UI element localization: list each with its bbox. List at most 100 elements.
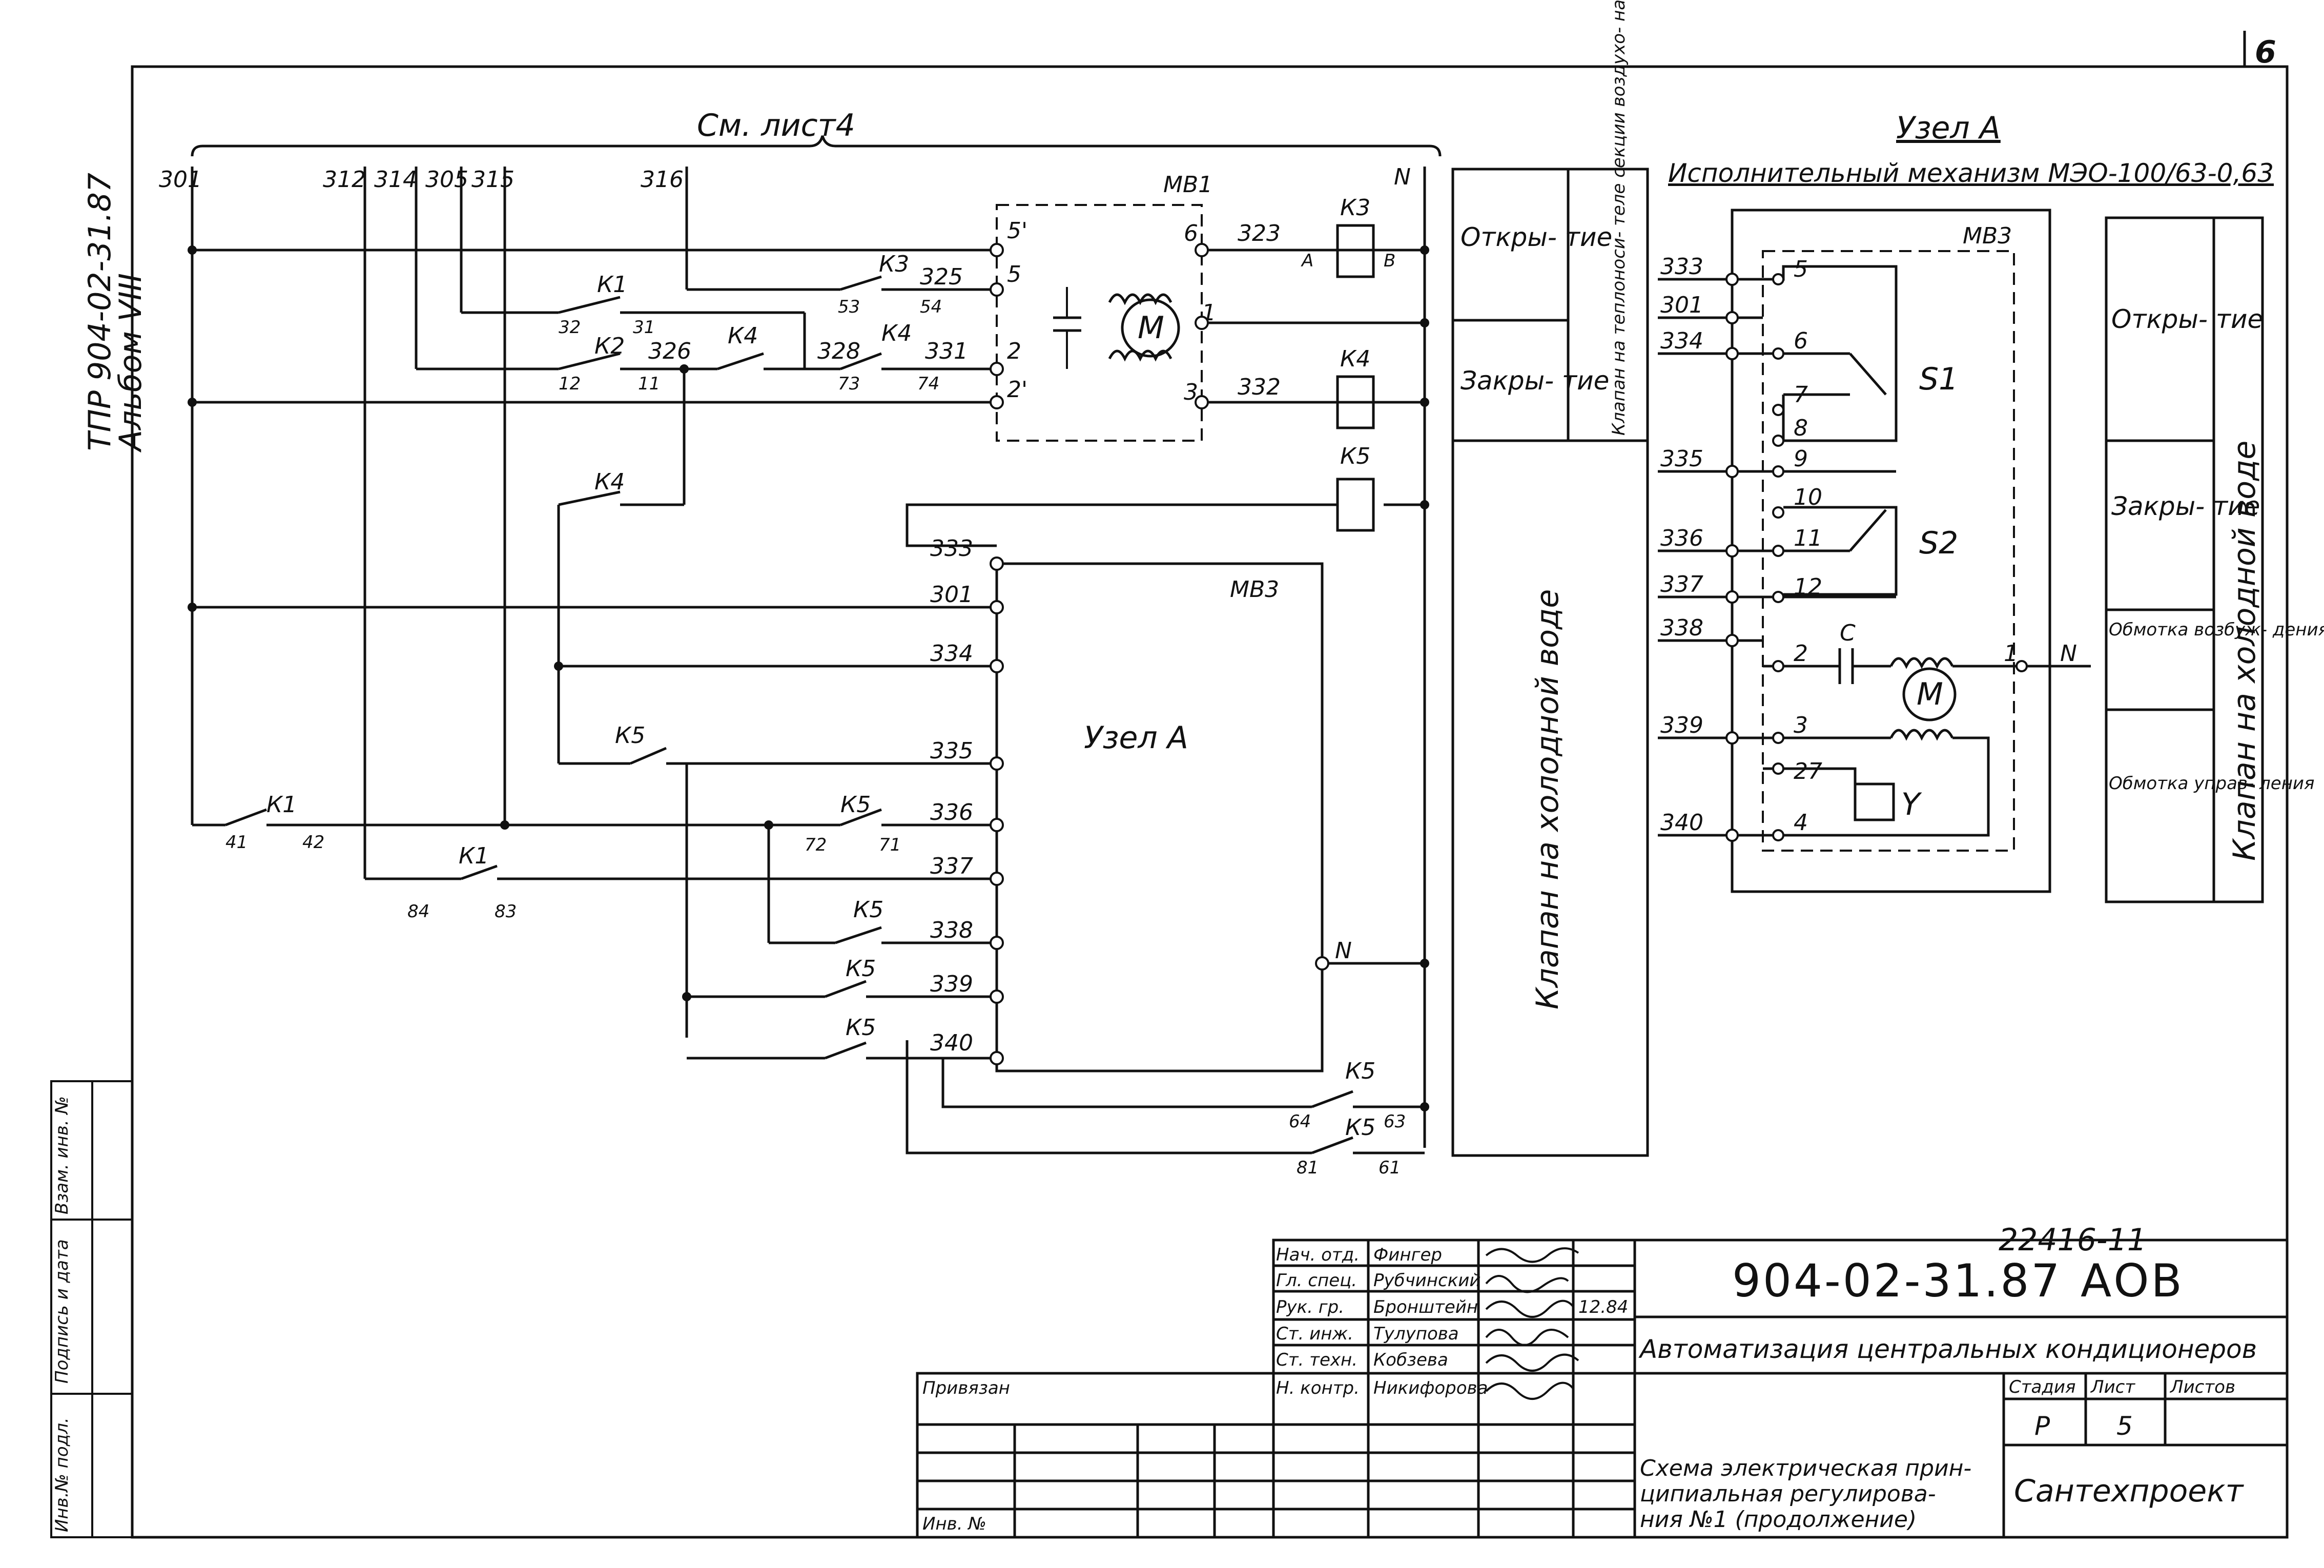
stage-value-sheet: 5 [2116, 1411, 2133, 1441]
node-a-pin-10: 10 [1794, 484, 1822, 510]
node-wire-339: 339 [930, 971, 973, 997]
staff-role-0: Нач. отд. [1276, 1245, 1360, 1265]
contact-k2-label: К2 [594, 333, 625, 359]
doc-suffix: АОВ [2081, 1254, 2184, 1307]
wire-331: 331 [925, 338, 968, 364]
side-title-line1: ТПР 904-02-31.87 [82, 173, 118, 451]
contact-k5-339: К5 [846, 956, 876, 982]
mid-row-open: Откры- тие [1461, 222, 1612, 252]
node-a-wire-336: 336 [1660, 525, 1703, 551]
wire-332: 332 [1238, 374, 1281, 400]
pin-31: 31 [633, 317, 655, 338]
mb1-pin-2prime: 2' [1007, 377, 1027, 403]
node-a-wire-333: 333 [1660, 254, 1703, 280]
pin-71: 71 [879, 835, 901, 855]
node-a-pin-8: 8 [1794, 415, 1808, 441]
organization: Сантехпроект [2014, 1473, 2244, 1509]
node-a-pin-7: 7 [1794, 382, 1808, 408]
pin-32: 32 [559, 317, 581, 338]
node-wire-301: 301 [930, 582, 973, 608]
node-wire-334: 334 [930, 641, 973, 667]
node-a-detail: Узел А Исполнительный механизм МЭО-100/6… [1658, 110, 2274, 893]
relay-pin-b: В [1384, 251, 1395, 271]
node-a-pin-11: 11 [1794, 525, 1822, 551]
staff-role-1: Гл. спец. [1276, 1270, 1357, 1291]
node-a-pin-3: 3 [1794, 712, 1808, 738]
node-a-title: Узел А [1896, 110, 2001, 146]
node-a-wire-335: 335 [1660, 446, 1703, 472]
bus-312: 312 [323, 167, 366, 193]
node-label: Узел А [1084, 720, 1188, 756]
contact-k1-label: К1 [597, 272, 627, 298]
node-a-pin-2: 2 [1794, 641, 1808, 667]
bus-N: N [1394, 164, 1411, 190]
switch-s1: S1 [1919, 361, 1958, 397]
signature-5 [1485, 1381, 1574, 1400]
contact-k1-336: К1 [266, 792, 297, 818]
node-a-pin-12: 12 [1794, 574, 1822, 600]
staff-name-5: Никифорова [1373, 1378, 1488, 1398]
staff-role-4: Ст. техн. [1276, 1350, 1358, 1370]
node-a-wire-339: 339 [1660, 712, 1703, 738]
pin-61: 61 [1379, 1158, 1401, 1178]
pin-12: 12 [559, 374, 581, 394]
relay-k4 [1336, 375, 1375, 429]
staff-name-1: Рубчинский [1373, 1270, 1480, 1291]
mid-vertical-big: Клапан на холодной воде [1530, 589, 1566, 1009]
pin-41: 41 [225, 832, 248, 853]
bus-314: 314 [374, 167, 417, 193]
node-a-pin-4: 4 [1794, 810, 1808, 836]
node-a-neutral: N [2060, 641, 2077, 667]
pin-72: 72 [805, 835, 827, 855]
bracket-label: См. лист4 [697, 108, 855, 143]
title-date: 12.84 [1578, 1297, 1628, 1317]
device-mb1-label: МВ1 [1163, 172, 1212, 198]
project-title: Автоматизация центральных кондиционеров [1638, 1334, 2257, 1364]
pin-81: 81 [1297, 1158, 1319, 1178]
pin-74: 74 [917, 374, 939, 394]
node-wire-337: 337 [930, 853, 973, 879]
pin-42: 42 [302, 832, 324, 853]
relay-pin-a: А [1301, 251, 1313, 271]
contact-k1-337: К1 [459, 843, 489, 869]
stamp-inv-podl: Инв.№ подл. [52, 1417, 72, 1532]
middle-valve-table: Откры- тие Закры- тие Клапан на теплонос… [1451, 0, 1649, 1157]
bus-315: 315 [471, 167, 515, 193]
node-N-label: N [1335, 938, 1352, 964]
relay-k5-label: К5 [1340, 443, 1370, 469]
node-wire-340: 340 [930, 1030, 973, 1056]
side-title-line2: Альбом VIII [113, 273, 149, 453]
bus-316: 316 [641, 167, 684, 193]
mid-vertical-small: Клапан на теплоноси- теле секции воздухо… [1609, 0, 1629, 436]
wire-323: 323 [1238, 220, 1281, 246]
signature-3 [1485, 1329, 1569, 1346]
node-wire-335: 335 [930, 738, 973, 764]
mb1-pin-2: 2 [1007, 338, 1021, 364]
pin-73: 73 [838, 374, 860, 394]
pin-53: 53 [838, 297, 860, 317]
doc-code: 904-02-31.87 [1732, 1254, 2062, 1307]
right-row-control: Обмотка управ- ления [2109, 773, 2314, 794]
staff-role-2: Рук. гр. [1276, 1297, 1344, 1317]
title-block: 22416-11 Нач. отд. Фингер Гл. спец. Рубч… [916, 1222, 2289, 1539]
right-row-excitation: Обмотка возбуж- дения [2109, 620, 2324, 640]
node-a-pin-5: 5 [1794, 256, 1808, 282]
node-a-wire-338: 338 [1660, 615, 1703, 641]
pin-84: 84 [407, 901, 429, 922]
contact-k5-340: К5 [846, 1015, 876, 1041]
stage-value-stage: Р [2034, 1411, 2050, 1441]
right-row-open: Откры- тие [2111, 304, 2263, 334]
signature-0 [1485, 1247, 1579, 1263]
wire-326: 326 [648, 338, 691, 364]
svg-text:M: M [1917, 676, 1943, 712]
contact-k5-338: К5 [853, 897, 883, 923]
mid-row-close: Закры- тие [1461, 366, 1609, 396]
staff-name-3: Тулупова [1373, 1324, 1459, 1344]
node-a-capacitor: C [1840, 620, 1856, 646]
inv-no-label: Инв. № [922, 1514, 986, 1534]
switch-s2: S2 [1919, 525, 1958, 561]
relay-k5 [1336, 478, 1375, 532]
contact-k3-label: К3 [879, 251, 909, 277]
contact-k4c-label: К4 [594, 469, 625, 495]
contact-k5-336: К5 [840, 792, 871, 818]
